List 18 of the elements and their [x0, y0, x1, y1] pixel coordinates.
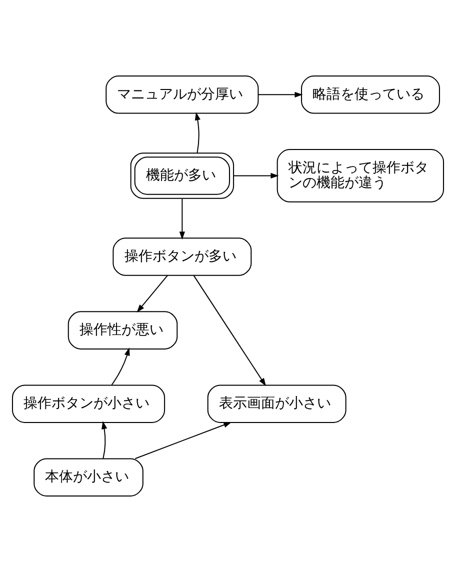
- node-box: 操作ボタンが小さい: [12, 384, 166, 422]
- arrow: [136, 274, 168, 312]
- arrow: [193, 274, 266, 386]
- node-box: 略語を使っている: [301, 75, 440, 114]
- arrow: [135, 421, 232, 459]
- node-box: 本体が小さい: [34, 458, 144, 496]
- arrow: [102, 420, 108, 458]
- arrow: [234, 172, 279, 178]
- arrow: [179, 198, 185, 240]
- node-box: マニュアルが分厚い: [106, 75, 259, 114]
- arrow: [258, 91, 303, 97]
- arrow: [194, 112, 200, 152]
- node-box: 操作性が悪い: [68, 310, 178, 349]
- node-box: 機能が多い: [130, 152, 234, 198]
- arrow: [111, 347, 130, 385]
- node-box: 状況によって操作ボタンの機能が違う: [276, 148, 444, 202]
- node-box: 操作ボタンが多い: [112, 237, 252, 276]
- node-box: 表示画面が小さい: [207, 384, 346, 422]
